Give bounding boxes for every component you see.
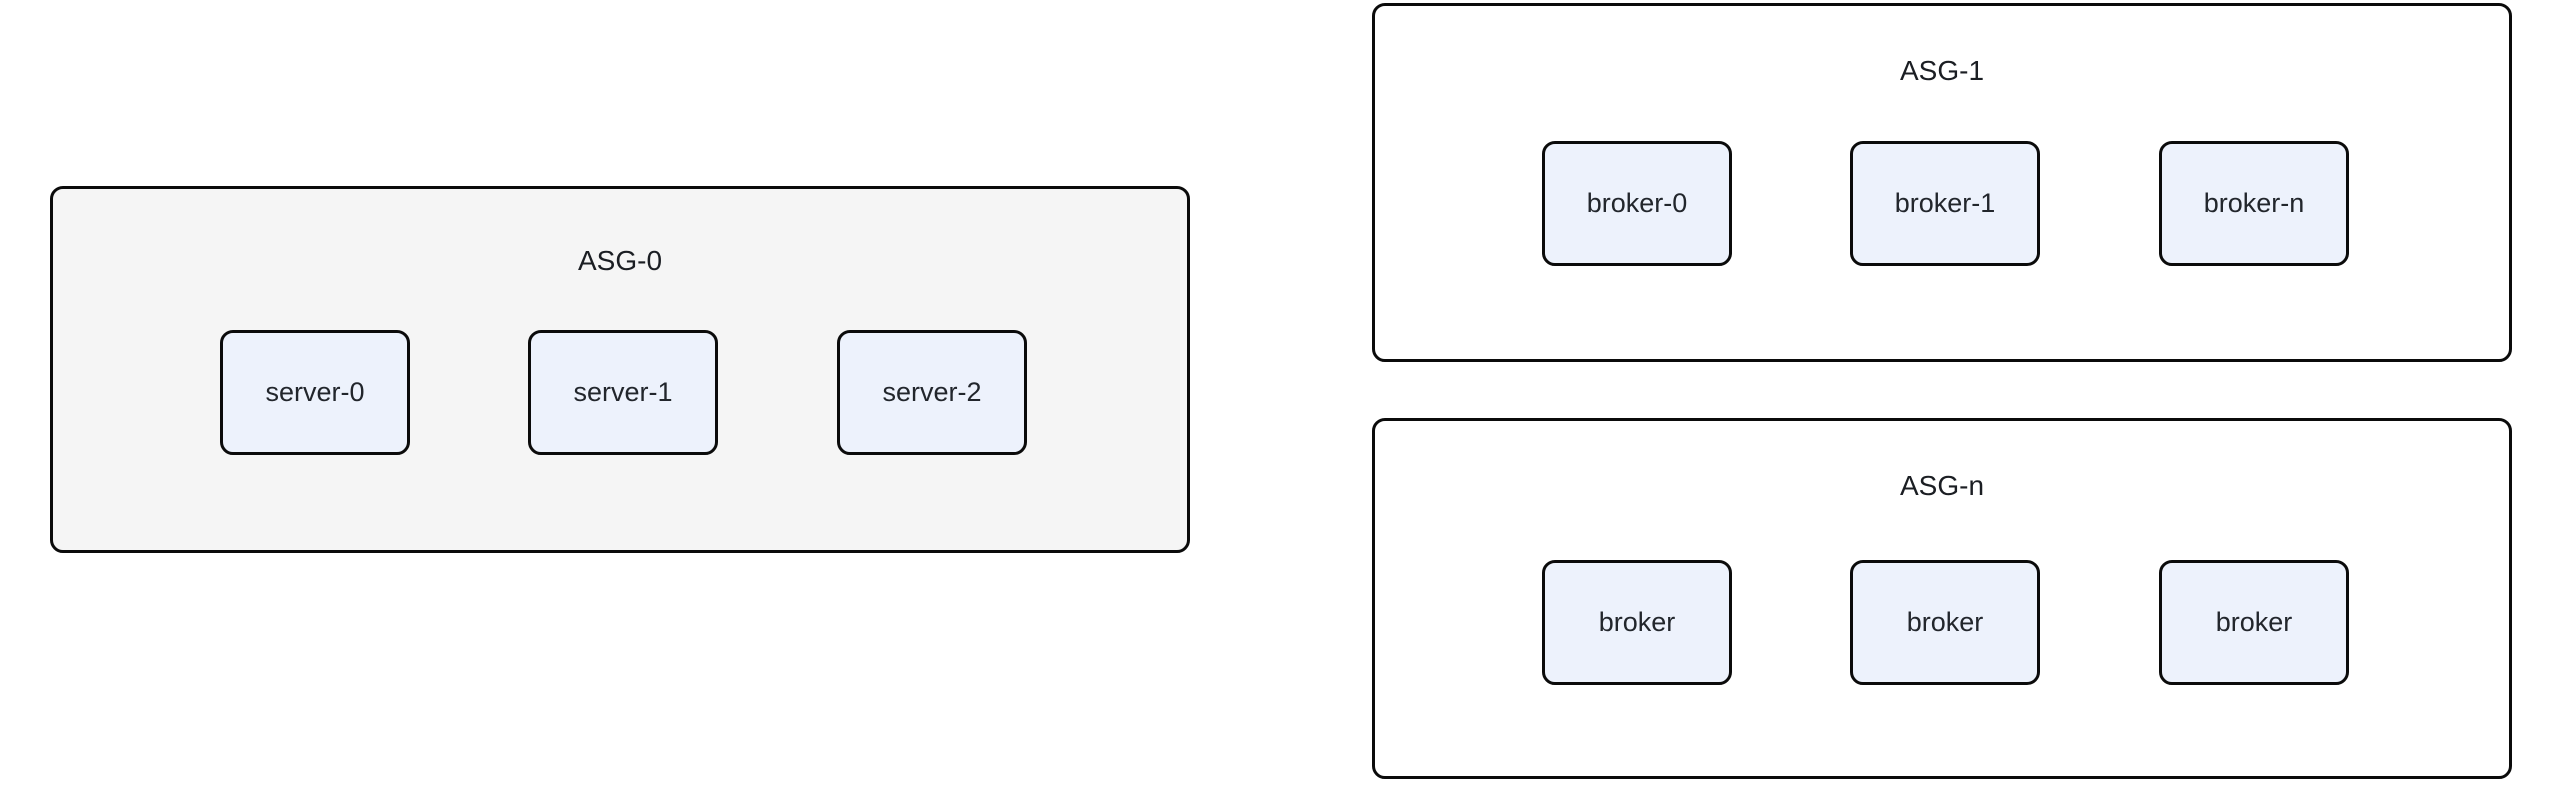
node-broker-1: broker-1 xyxy=(1850,141,2040,266)
group-asg-n-label: ASG-n xyxy=(1899,470,1985,501)
group-asg-1-label: ASG-1 xyxy=(1899,55,1985,86)
node-server-2: server-2 xyxy=(837,330,1027,455)
node-broker-b: broker xyxy=(1850,560,2040,685)
group-asg-1: ASG-1 broker-0 broker-1 broker-n xyxy=(1372,3,2512,362)
group-asg-0: ASG-0 server-0 server-1 server-2 xyxy=(50,186,1190,553)
node-broker-c: broker xyxy=(2159,560,2349,685)
node-broker-n: broker-n xyxy=(2159,141,2349,266)
node-server-1: server-1 xyxy=(528,330,718,455)
node-broker-a: broker xyxy=(1542,560,1732,685)
group-asg-n: ASG-n broker broker broker xyxy=(1372,418,2512,779)
group-asg-0-label: ASG-0 xyxy=(577,245,663,276)
node-broker-0: broker-0 xyxy=(1542,141,1732,266)
node-server-0: server-0 xyxy=(220,330,410,455)
